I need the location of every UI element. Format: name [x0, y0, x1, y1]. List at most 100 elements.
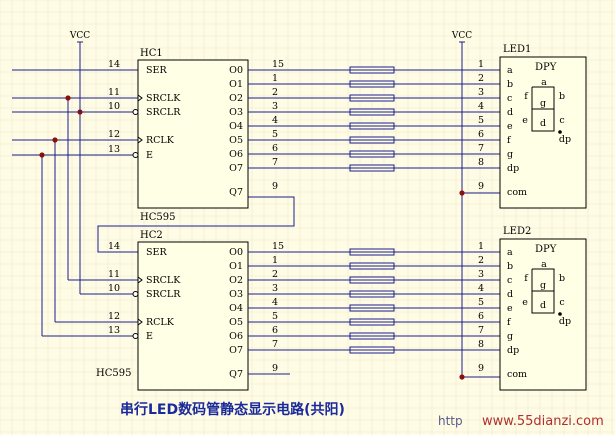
- pin-label: O1: [229, 261, 243, 272]
- inversion-bubble: [132, 291, 139, 297]
- pin-label: O2: [229, 275, 243, 286]
- segment-pin-label: b: [507, 261, 513, 272]
- clock-symbol: [137, 136, 143, 144]
- pin-number: 13: [108, 144, 120, 155]
- segment-pin-number: 2: [478, 255, 484, 266]
- pin-label: Q7: [229, 187, 243, 198]
- pin-label: O7: [229, 345, 243, 356]
- segment-f: f: [524, 273, 529, 284]
- pin-number: 12: [108, 129, 120, 140]
- seven-seg-display-1: [499, 56, 587, 209]
- pin-number: 1: [272, 255, 278, 266]
- chip-name: HC2: [140, 230, 163, 241]
- segment-g: g: [540, 280, 546, 291]
- segment-pin-number: 4: [478, 283, 484, 294]
- chip-body: [137, 241, 249, 391]
- chip-part: HC595: [140, 212, 175, 223]
- chip-body: [137, 59, 249, 209]
- watermark-prefix: http: [438, 414, 463, 428]
- segment-c: c: [559, 297, 564, 308]
- segment-outline-bottom: [531, 109, 555, 132]
- pin-label: O2: [229, 93, 243, 104]
- pin-label: SRCLK: [146, 93, 181, 104]
- pin-number: 4: [272, 115, 278, 126]
- pin-number: 4: [272, 297, 278, 308]
- segment-g: g: [540, 98, 546, 109]
- e-junction: [39, 152, 45, 158]
- seven-seg-display-2: [499, 238, 587, 391]
- segment-pin-number: 4: [478, 101, 484, 112]
- pin-label: SRCLR: [146, 289, 181, 300]
- vcc-label-left: VCC: [69, 31, 90, 41]
- pin-number: 1: [272, 73, 278, 84]
- segment-pin-number: 7: [478, 143, 484, 154]
- pin-label: O4: [229, 121, 243, 132]
- segment-pin-label: f: [507, 317, 512, 328]
- pin-number: 7: [272, 157, 278, 168]
- vcc-label-right: VCC: [451, 31, 472, 41]
- pin-number: 2: [272, 269, 278, 280]
- display-type: DPY: [535, 244, 557, 255]
- segment-pin-number: 5: [478, 115, 484, 126]
- segment-pin-label: g: [507, 149, 513, 160]
- pin-label: O4: [229, 303, 243, 314]
- segment-dp: dp: [559, 316, 571, 327]
- segment-pin-number: 9: [478, 181, 484, 192]
- chip-part: HC595: [96, 368, 131, 379]
- pin-number: 9: [272, 181, 278, 192]
- segment-pin-label: d: [507, 107, 513, 118]
- segment-pin-number: 5: [478, 297, 484, 308]
- segment-pin-number: 8: [478, 339, 484, 350]
- pin-label: SER: [146, 65, 167, 76]
- segment-b: b: [559, 91, 565, 102]
- segment-e: e: [522, 297, 528, 308]
- display-name: LED1: [503, 44, 531, 55]
- pin-number: 5: [272, 129, 278, 140]
- segment-d: d: [540, 118, 546, 129]
- pin-number: 14: [108, 241, 120, 252]
- segment-pin-label: d: [507, 289, 513, 300]
- pin-number: 13: [108, 325, 120, 336]
- pin-label: E: [146, 150, 153, 161]
- segment-a: a: [541, 77, 547, 88]
- display-body: [499, 56, 587, 209]
- pin-number: 3: [272, 283, 278, 294]
- pin-number: 6: [272, 325, 278, 336]
- com-junction-1: [459, 190, 465, 196]
- pin-number: 7: [272, 339, 278, 350]
- segment-b: b: [559, 273, 565, 284]
- segment-pin-number: 9: [478, 363, 484, 374]
- segment-a: a: [541, 259, 547, 270]
- pin-number: 5: [272, 311, 278, 322]
- watermark: www.55dianzi.com: [482, 414, 604, 429]
- pin-label: RCLK: [146, 317, 175, 328]
- segment-pin-number: 3: [478, 269, 484, 280]
- pin-label: Q7: [229, 369, 243, 380]
- display-body: [499, 238, 587, 391]
- pin-number: 6: [272, 143, 278, 154]
- pin-label: E: [146, 331, 153, 342]
- segment-pin-number: 2: [478, 73, 484, 84]
- segment-pin-label: b: [507, 79, 513, 90]
- com-junction-2: [459, 374, 465, 380]
- segment-outline-bottom: [531, 291, 555, 314]
- segment-pin-number: 1: [478, 59, 484, 70]
- pin-number: 11: [108, 87, 120, 98]
- segment-pin-label: g: [507, 331, 513, 342]
- segment-pin-number: 6: [478, 129, 484, 140]
- srclk-junction: [65, 95, 71, 101]
- pin-number: 14: [108, 59, 120, 70]
- inversion-bubble: [132, 109, 139, 115]
- pin-number: 10: [108, 283, 120, 294]
- pin-number: 12: [108, 311, 120, 322]
- segment-pin-label: f: [507, 135, 512, 146]
- inversion-bubble: [132, 333, 139, 339]
- clock-symbol: [137, 318, 143, 326]
- segment-pin-label: c: [507, 93, 512, 104]
- segment-pin-number: 7: [478, 325, 484, 336]
- diagram-title: 串行LED数码管静态显示电路(共阳): [120, 401, 345, 418]
- pin-number: 15: [272, 241, 284, 252]
- decimal-point: [558, 130, 562, 134]
- pin-label: SRCLK: [146, 275, 181, 286]
- pin-label: O6: [229, 149, 243, 160]
